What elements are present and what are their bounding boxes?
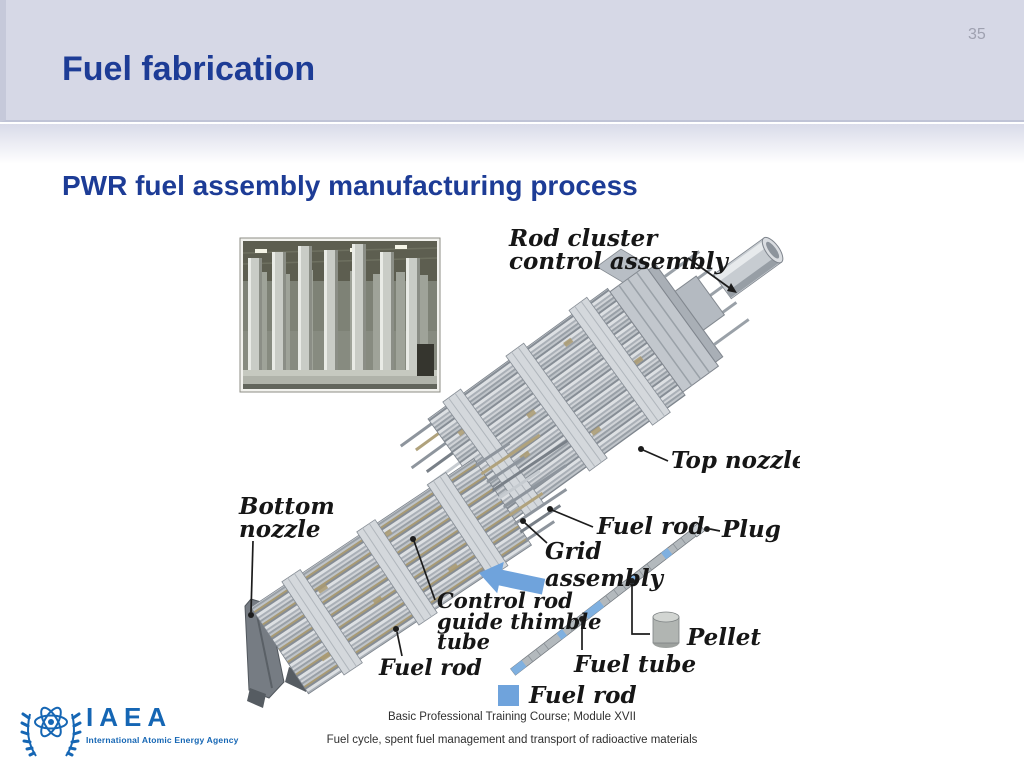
- slide-title: Fuel fabrication: [62, 50, 316, 88]
- diagram-labels: Rod cluster control assembly Top nozzle …: [238, 225, 800, 681]
- header-band: [0, 0, 1024, 122]
- label-rod-cluster-line1: Rod cluster: [508, 225, 659, 252]
- iaea-emblem-icon: [20, 706, 82, 757]
- iaea-full-name: International Atomic Energy Agency: [86, 735, 239, 745]
- label-control-rod-line2: guide thimble: [437, 609, 601, 634]
- label-fuel-tube: Fuel tube: [573, 651, 696, 678]
- legend-fuel-rod-swatch: [498, 685, 519, 706]
- process-arrow: [479, 561, 546, 595]
- label-rod-cluster-line2: control assembly: [509, 248, 729, 275]
- label-bottom-nozzle-line2: nozzle: [239, 516, 321, 543]
- label-grid-assembly-line2: assembly: [545, 565, 665, 592]
- top-nozzle-structure: [595, 248, 724, 393]
- lower-fuel-assembly: [250, 433, 569, 695]
- label-fuel-rod-upper: Fuel rod: [596, 513, 705, 540]
- label-fuel-rod-lower: Fuel rod: [378, 655, 482, 681]
- grid-bands: [281, 471, 509, 676]
- iaea-logo: IAEA International Atomic Energy Agency: [20, 694, 239, 760]
- iaea-logo-text: IAEA International Atomic Energy Agency: [86, 694, 239, 745]
- rod-end-plug: [690, 522, 706, 538]
- footer-module-line: Fuel cycle, spent fuel management and tr…: [326, 734, 698, 746]
- control-assembly-tube: [713, 236, 784, 300]
- label-top-nozzle: Top nozzle: [671, 447, 800, 474]
- legend: Fuel rod: [498, 682, 637, 709]
- bottom-nozzle-plate: [244, 598, 311, 708]
- label-bottom-nozzle-line1: Bottom: [238, 493, 335, 520]
- label-plug: Plug: [721, 516, 781, 543]
- legend-fuel-rod-label: Fuel rod: [528, 682, 637, 709]
- factory-photo: [239, 237, 441, 393]
- page-number: 35: [968, 26, 986, 43]
- single-fuel-rod: [510, 522, 706, 676]
- pointer-lines: [248, 257, 737, 657]
- guide-thimble-ends: [475, 433, 569, 542]
- slide-subtitle: PWR fuel assembly manufacturing process: [62, 170, 638, 201]
- iaea-acronym: IAEA: [86, 702, 173, 732]
- label-control-rod-line3: tube: [437, 629, 490, 654]
- pellet-figure: [652, 611, 680, 648]
- label-pellet: Pellet: [686, 624, 761, 651]
- label-grid-assembly-line1: Grid: [545, 538, 602, 565]
- pwr-fuel-assembly-diagram: Rod cluster control assembly Top nozzle …: [238, 225, 800, 709]
- rod-cluster-spider: [663, 250, 750, 346]
- footer-course-line: Basic Professional Training Course; Modu…: [387, 711, 636, 723]
- photo-front-columns: [248, 244, 420, 378]
- header-band-fade: [0, 124, 1024, 164]
- label-control-rod-line1: Control rod: [437, 588, 573, 613]
